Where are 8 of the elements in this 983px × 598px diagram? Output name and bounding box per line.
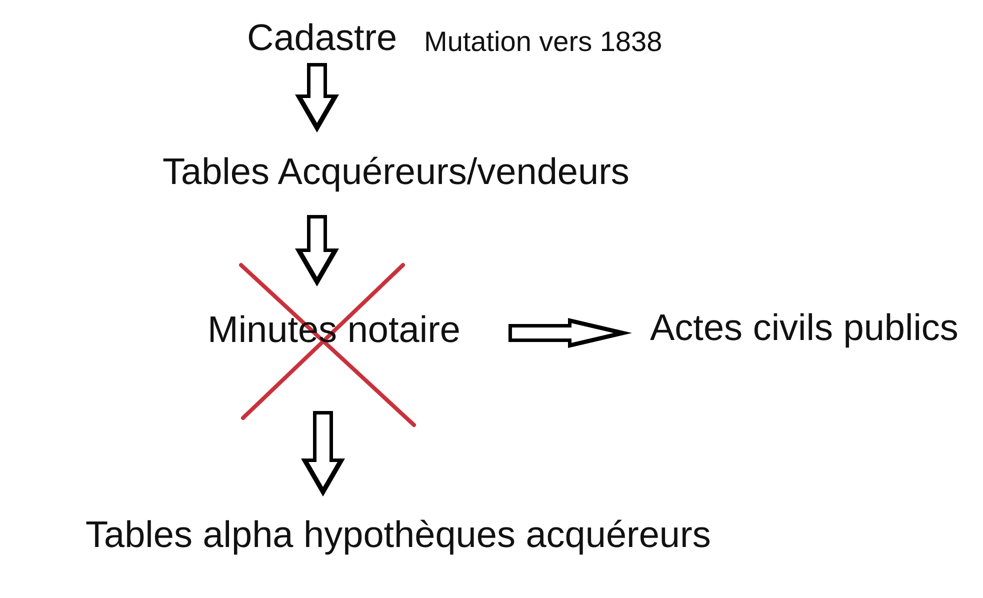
- flow-step-label: Tables Acquéreurs/vendeurs: [160, 132, 632, 216]
- flow-step-label: Cadastre: [245, 16, 400, 64]
- flow-step-label: Actes civils publics: [632, 306, 960, 350]
- block-arrow: [295, 215, 339, 286]
- block-arrow: [508, 318, 632, 348]
- flow-step-label: Tables alpha hypothèques acquéreurs: [84, 496, 713, 556]
- block-arrow: [295, 63, 339, 132]
- side-note: Mutation vers 1838: [424, 26, 662, 58]
